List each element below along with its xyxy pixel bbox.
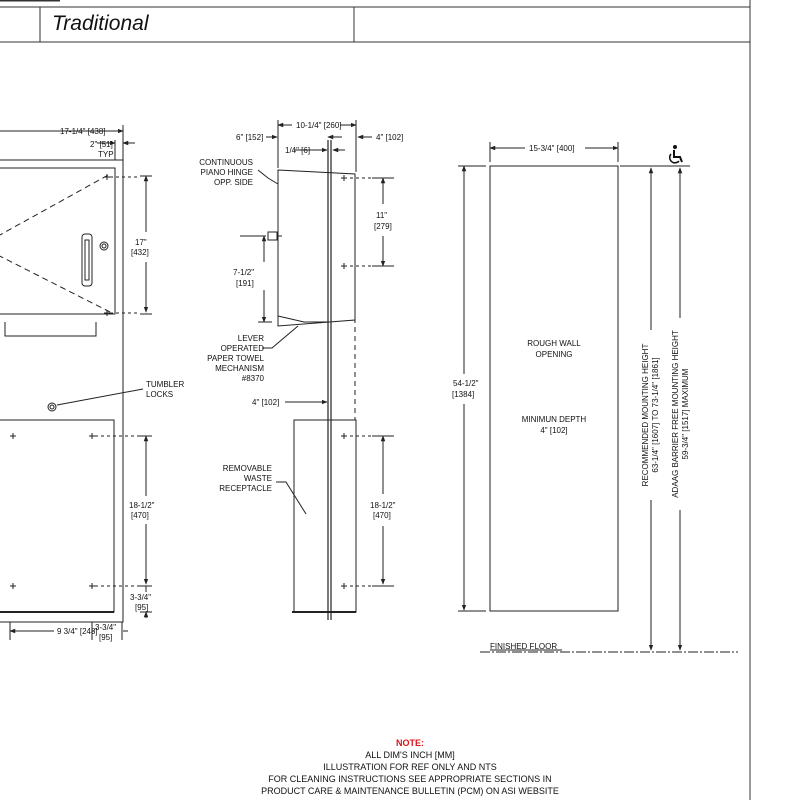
rec-mount-2: 63-1/4" [1607] TO 73-1/4" [1861] [651,357,660,472]
side-lower-height-mm: [470] [373,511,391,520]
note-line: ALL DIM'S INCH [MM] [365,750,455,760]
rough-height: 54-1/2" [453,379,479,388]
tumbler-label-1: TUMBLER [146,380,184,389]
front-upper-height-mm: [432] [131,248,149,257]
note-heading: NOTE: [396,738,424,748]
side-depth-total: 10-1/4" [260] [296,121,342,130]
lever-label-3: PAPER TOWEL [207,354,264,363]
side-left-projection: 6" [152] [236,133,263,142]
hinge-label-2: PIANO HINGE [201,168,253,177]
series-title: Traditional [52,12,149,35]
note-line: PRODUCT CARE & MAINTENANCE BULLETIN (PCM… [261,786,559,796]
finished-floor: FINISHED FLOOR [490,642,557,651]
front-bottom-right-mm: [95] [99,633,112,642]
lever-label-5: #8370 [242,374,265,383]
rough-opening-view [458,142,738,653]
rec-mount-1: RECOMMENDED MOUNTING HEIGHT [641,344,650,487]
front-view [0,125,152,640]
hinge-typ: TYP [98,150,114,159]
front-bottom-offset-mm: [95] [135,603,148,612]
lever-height-mm: [191] [236,279,254,288]
bin-label-1: REMOVABLE [223,464,272,473]
lever-label-2: OPERATED [221,344,265,353]
front-lower-height-mm: [470] [131,511,149,520]
side-upper-height-mm: [279] [374,222,392,231]
ada-mount-1: ADAAG BARRIER FREE MOUNTING HEIGHT [671,330,680,498]
rough-width: 15-3/4" [400] [529,144,575,153]
note-line: FOR CLEANING INSTRUCTIONS SEE APPROPRIAT… [268,774,552,784]
bin-label-2: WASTE [244,474,272,483]
hinge-offset-dim: 2" [51] [90,140,113,149]
tumbler-label-2: LOCKS [146,390,173,399]
bin-label-3: RECEPTACLE [219,484,272,493]
rough-label-1: ROUGH WALL [527,339,581,348]
lever-height: 7-1/2" [233,268,254,277]
front-bottom-right: 3-3/4" [95,623,116,632]
depth-label-1: MINIMUN DEPTH [522,415,587,424]
hinge-label-3: OPP. SIDE [214,178,253,187]
front-view-labels: 17-1/4" [438] 2" [51] TYP 17" [432] TUMB… [57,127,184,642]
wheelchair-icon [668,145,683,164]
note-line: ILLUSTRATION FOR REF ONLY AND NTS [323,762,497,772]
side-recess-right: 4" [102] [376,133,403,142]
front-width-dim: 17-1/4" [438] [60,127,106,136]
side-upper-height: 11" [376,211,387,220]
side-view-labels: 10-1/4" [260] 6" [152] 1/4" [6] 4" [102]… [199,121,403,520]
front-lower-height: 18-1/2" [129,501,155,510]
lever-label-4: MECHANISM [215,364,264,373]
title-block [0,0,751,800]
rough-opening-labels: 15-3/4" [400] 54-1/2" [1384] ROUGH WALL … [452,144,690,651]
lever-label-1: LEVER [238,334,264,343]
hinge-label-1: CONTINUOUS [199,158,253,167]
depth-label-2: 4" [102] [540,426,567,435]
side-flange: 1/4" [6] [285,146,310,155]
notes-block: NOTE: ALL DIM'S INCH [MM] ILLUSTRATION F… [150,737,670,797]
ada-mount-2: 59-3/4" [1517] MAXIMUM [681,368,690,459]
bin-projection: 4" [102] [252,398,279,407]
front-bottom-offset: 3-3/4" [130,593,151,602]
rough-height-mm: [1384] [452,390,474,399]
rough-label-2: OPENING [536,350,573,359]
side-lower-height: 18-1/2" [370,501,396,510]
front-upper-height: 17" [135,238,147,247]
front-bottom-width: 9 3/4" [248] [57,627,98,636]
side-view [240,120,394,620]
